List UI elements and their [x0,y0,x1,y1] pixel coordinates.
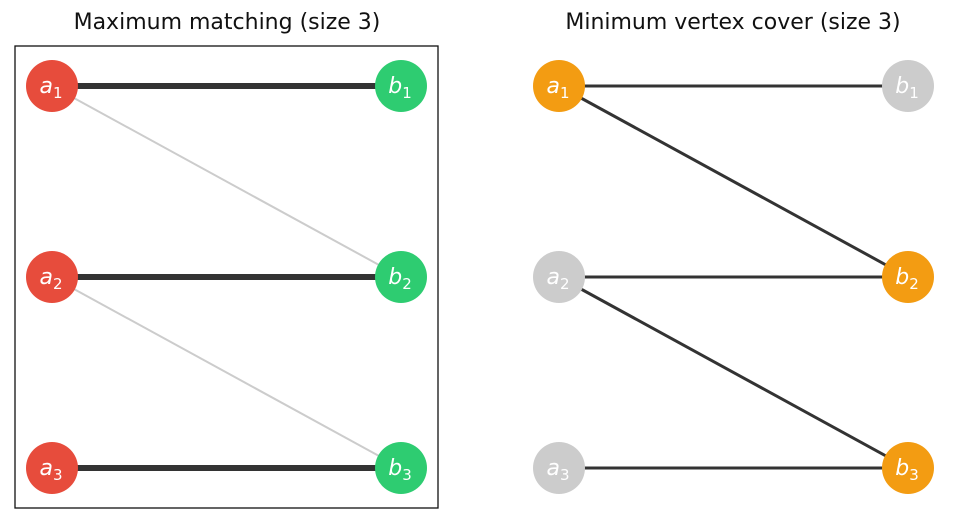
node-letter: b [388,74,402,99]
node-a3: a3 [533,442,585,494]
node-letter: a [546,265,559,290]
node-label-a1: a1 [39,74,62,102]
node-a2: a2 [533,251,585,303]
node-a2: a2 [26,251,78,303]
node-b3: b3 [375,442,427,494]
edge-a2-b3 [51,276,402,469]
node-subscript: 1 [53,84,63,102]
node-label-b3: b3 [388,456,412,484]
node-subscript: 3 [53,466,63,484]
node-label-a3: a3 [546,456,569,484]
node-subscript: 3 [560,466,570,484]
node-letter: b [388,265,402,290]
node-letter: b [895,74,909,99]
node-label-b3: b3 [895,456,919,484]
node-circle-a1 [26,60,78,112]
node-subscript: 2 [560,275,570,293]
node-subscript: 1 [909,84,919,102]
node-letter: a [39,456,52,481]
node-circle-a2 [26,251,78,303]
edge-a1-b2 [51,85,402,278]
node-subscript: 3 [402,466,412,484]
node-circle-b1 [882,60,934,112]
node-circle-b3 [375,442,427,494]
node-letter: a [546,456,559,481]
node-label-a1: a1 [546,74,569,102]
node-label-b2: b2 [895,265,919,293]
node-b2: b2 [882,251,934,303]
node-letter: a [39,74,52,99]
node-circle-b1 [375,60,427,112]
node-label-b1: b1 [895,74,919,102]
node-subscript: 2 [909,275,919,293]
node-letter: b [388,456,402,481]
node-circle-b2 [375,251,427,303]
node-label-a3: a3 [39,456,62,484]
node-circle-a1 [533,60,585,112]
node-label-a2: a2 [546,265,569,293]
node-circle-a2 [533,251,585,303]
node-a1: a1 [533,60,585,112]
node-circle-b2 [882,251,934,303]
node-b2: b2 [375,251,427,303]
node-a1: a1 [26,60,78,112]
node-subscript: 1 [402,84,412,102]
node-b1: b1 [882,60,934,112]
edge-a1-b2 [558,84,909,279]
node-subscript: 1 [560,84,570,102]
node-letter: a [546,74,559,99]
node-label-a2: a2 [39,265,62,293]
node-letter: a [39,265,52,290]
node-subscript: 2 [53,275,63,293]
node-letter: b [895,456,909,481]
vertex-cover-panel-title: Minimum vertex cover (size 3) [565,10,901,35]
matching-panel-title: Maximum matching (size 3) [73,10,381,35]
node-subscript: 2 [402,275,412,293]
edge-a2-b3 [558,275,909,470]
node-letter: b [895,265,909,290]
node-label-b1: b1 [388,74,412,102]
node-b3: b3 [882,442,934,494]
node-circle-a3 [26,442,78,494]
panel-frame [14,45,439,509]
node-a3: a3 [26,442,78,494]
node-b1: b1 [375,60,427,112]
node-circle-b3 [882,442,934,494]
node-circle-a3 [533,442,585,494]
node-label-b2: b2 [388,265,412,293]
node-subscript: 3 [909,466,919,484]
